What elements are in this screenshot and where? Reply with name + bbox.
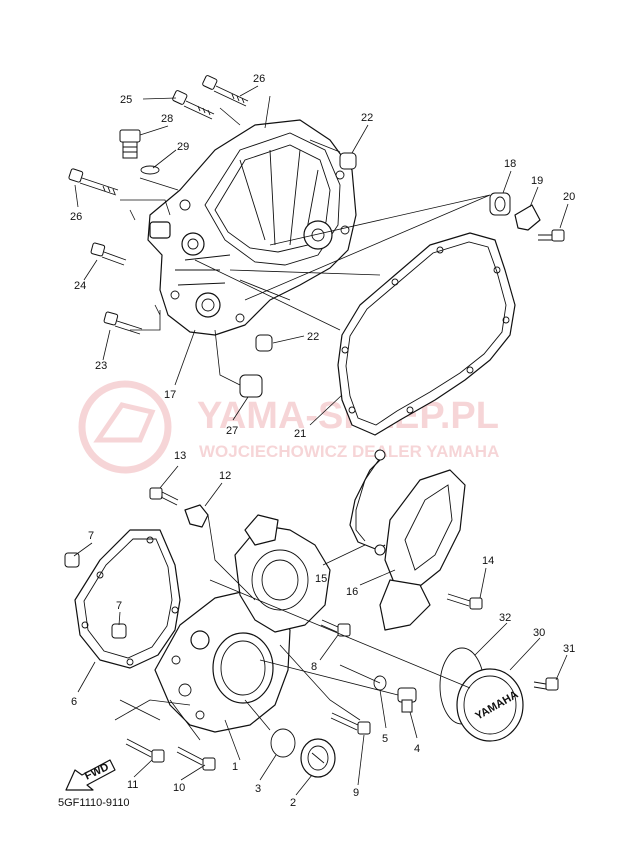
dowel-22-top xyxy=(339,152,357,170)
callout-26-top: 26 xyxy=(253,73,265,85)
collar-27 xyxy=(239,374,263,398)
generator-housing xyxy=(234,514,331,633)
plug-4 xyxy=(397,687,417,713)
callout-30: 30 xyxy=(533,627,545,639)
callout-4: 4 xyxy=(414,743,420,755)
clutch-cover xyxy=(154,589,291,733)
callout-16: 16 xyxy=(346,586,358,598)
yamaha-cover-30: YAMAHA xyxy=(456,668,524,742)
callout-27: 27 xyxy=(226,425,238,437)
dowel-22-mid xyxy=(255,334,273,352)
callout-9: 9 xyxy=(353,787,359,799)
gasket-6 xyxy=(74,529,181,669)
bolt-11 xyxy=(125,738,165,763)
inner-cover-16 xyxy=(379,469,466,631)
bolt-14 xyxy=(446,593,483,610)
bolt-13 xyxy=(149,487,179,506)
leader-lines xyxy=(114,95,491,741)
callout-11: 11 xyxy=(127,779,138,791)
crankcase-cover xyxy=(147,119,357,336)
callout-28: 28 xyxy=(161,113,173,125)
callout-19: 19 xyxy=(531,175,543,187)
callout-3: 3 xyxy=(255,783,261,795)
callout-25: 25 xyxy=(120,94,132,106)
callout-6: 6 xyxy=(71,696,77,708)
dowel-7-top xyxy=(64,552,80,568)
bolt-9 xyxy=(330,712,371,735)
callout-15: 15 xyxy=(315,573,327,585)
callout-18: 18 xyxy=(504,158,516,170)
callout-5: 5 xyxy=(382,733,388,745)
callout-10: 10 xyxy=(173,782,185,794)
plug-28 xyxy=(119,129,141,159)
callout-12: 12 xyxy=(219,470,231,482)
dowel-7-mid xyxy=(111,623,127,639)
bolt-26-left xyxy=(68,168,119,196)
callout-13: 13 xyxy=(174,450,186,462)
callout-24: 24 xyxy=(74,280,86,292)
bolt-24 xyxy=(90,242,127,266)
oring-29 xyxy=(140,165,160,175)
callout-32: 32 xyxy=(499,612,511,624)
oring-3 xyxy=(270,728,296,758)
callout-20: 20 xyxy=(563,191,575,203)
callout-29: 29 xyxy=(177,141,189,153)
screw-20 xyxy=(538,229,565,242)
callout-17: 17 xyxy=(164,389,176,401)
callout-7-mid: 7 xyxy=(116,600,122,612)
gasket-21 xyxy=(337,232,516,436)
bearing-18 xyxy=(489,192,511,216)
plug-2 xyxy=(300,738,336,778)
callout-numbers: 25 26 28 29 22 26 24 23 17 22 27 21 18 1… xyxy=(70,73,575,809)
clip-12 xyxy=(184,504,209,528)
callout-7-top: 7 xyxy=(88,530,94,542)
bolt-23 xyxy=(103,311,143,335)
watermark-logo-mark xyxy=(93,402,156,443)
callout-22-top: 22 xyxy=(361,112,373,124)
wire-guide-15 xyxy=(349,449,386,556)
callout-26-left: 26 xyxy=(70,211,82,223)
watermark-subtitle: WOJCIECHOWICZ DEALER YAMAHA xyxy=(199,442,499,461)
callout-8: 8 xyxy=(311,661,317,673)
fwd-arrow: FWD xyxy=(65,759,116,791)
callout-22-mid: 22 xyxy=(307,331,319,343)
bolt-10 xyxy=(176,746,216,771)
watermark-logo xyxy=(78,380,172,474)
clamp-19 xyxy=(514,204,541,231)
callout-2: 2 xyxy=(290,797,296,809)
diagram-code: 5GF1110-9110 xyxy=(58,797,130,809)
callout-31: 31 xyxy=(563,643,575,655)
callout-23: 23 xyxy=(95,360,107,372)
bolt-26-top xyxy=(202,75,249,107)
callout-leaders xyxy=(73,85,569,796)
callout-14: 14 xyxy=(482,555,494,567)
callout-21: 21 xyxy=(294,428,306,440)
bolt-25 xyxy=(172,90,215,120)
callout-1: 1 xyxy=(232,761,238,773)
screw-31 xyxy=(533,677,559,691)
